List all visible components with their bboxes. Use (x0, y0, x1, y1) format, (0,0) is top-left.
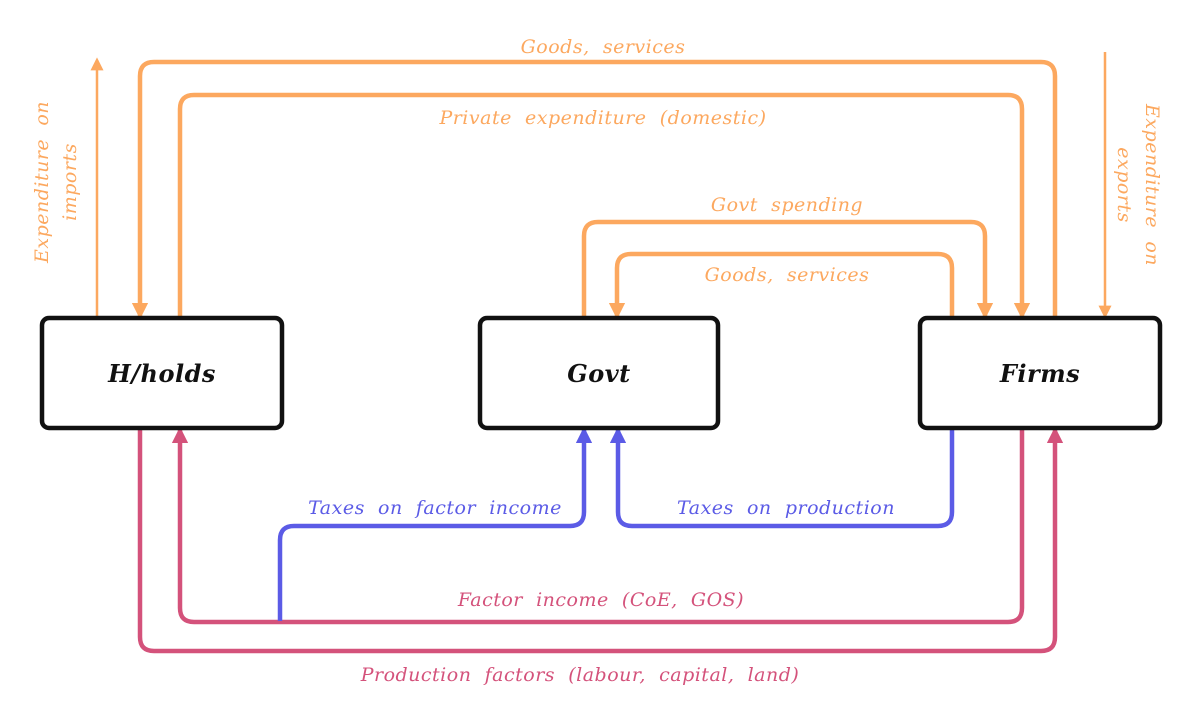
flow-private-expenditure-label: Private expenditure (domestic) (438, 107, 766, 129)
flow-govt-spending-label: Govt spending (711, 194, 863, 216)
node-households-label: H/holds (107, 359, 216, 388)
flow-goods-services-top-path (131, 59, 1058, 320)
node-firms: Firms (917, 315, 1163, 431)
flow-expenditure-imports-label-line1: Expenditure on (31, 101, 53, 264)
flow-goods-services-govt-path (608, 251, 955, 320)
node-firms-label: Firms (999, 359, 1080, 388)
flow-private-expenditure-path (177, 92, 1031, 320)
flow-govt-spending-path (581, 219, 994, 320)
flow-factor-income-path (171, 426, 1025, 625)
flow-taxes-factor-income-path (277, 426, 593, 621)
node-govt-label: Govt (567, 359, 631, 388)
flow-production-factors-label: Production factors (labour, capital, lan… (360, 664, 800, 686)
flow-taxes-factor-income-label: Taxes on factor income (308, 497, 562, 519)
node-households: H/holds (39, 315, 285, 431)
node-households-box (39, 315, 285, 431)
flow-factor-income-label: Factor income (CoE, GOS) (457, 589, 744, 611)
flow-expenditure-imports-label-line2: imports (59, 143, 81, 221)
flow-taxes-production-label: Taxes on production (677, 497, 895, 519)
flow-production-factors-path (137, 426, 1064, 654)
flow-taxes-production-path (609, 426, 955, 529)
flow-expenditure-exports-label-line1: Expenditure on (1141, 103, 1163, 266)
flow-goods-services-top-label: Goods, services (521, 36, 686, 58)
node-firms-box (917, 315, 1163, 431)
node-govt-box (477, 315, 721, 431)
node-govt: Govt (477, 315, 721, 431)
flow-expenditure-exports-label-line2: exports (1113, 147, 1135, 223)
flow-goods-services-govt-label: Goods, services (705, 264, 870, 286)
